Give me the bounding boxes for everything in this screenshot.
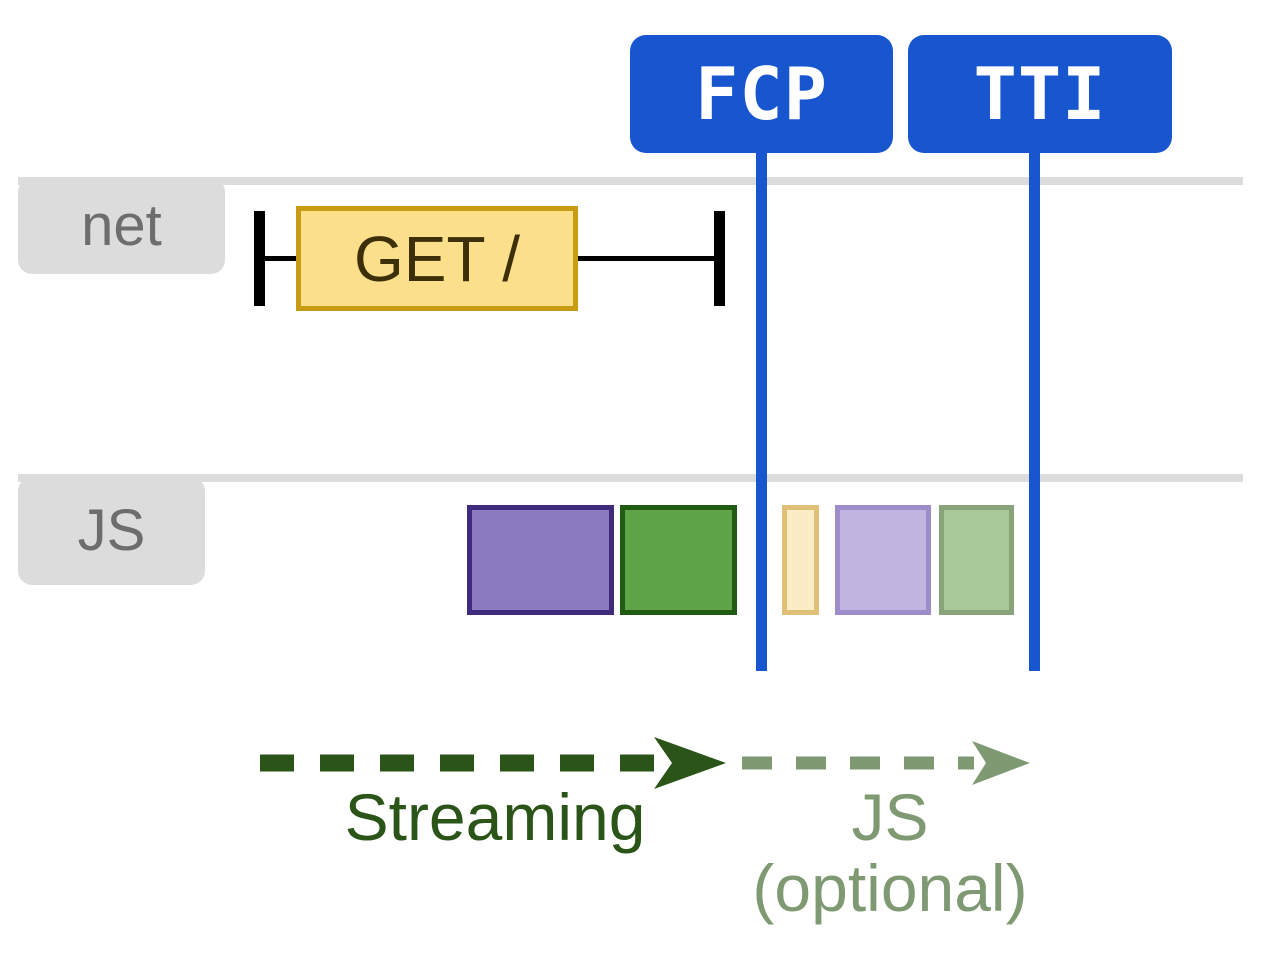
marker-badge-tti-label: TTI	[973, 52, 1107, 136]
js-optional-label: JS (optional)	[752, 780, 1028, 926]
marker-badge-fcp-label: FCP	[694, 52, 829, 136]
js-task-block[interactable]	[939, 505, 1014, 615]
request-start-cap	[254, 211, 265, 306]
streaming-arrow-icon	[260, 737, 726, 789]
lane-label-js-text: JS	[77, 498, 146, 563]
request-box-get-root[interactable]: GET /	[296, 206, 578, 311]
lane-rail-net	[18, 177, 1243, 185]
js-task-block[interactable]	[782, 505, 819, 615]
js-task-block[interactable]	[620, 505, 737, 615]
lane-label-net-text: net	[81, 193, 162, 258]
js-task-block[interactable]	[467, 505, 614, 615]
request-end-cap	[714, 211, 725, 306]
request-whisker-line-left	[254, 256, 312, 261]
marker-badge-fcp[interactable]: FCP	[630, 35, 893, 153]
marker-line-fcp	[756, 143, 767, 671]
lane-label-js: JS	[18, 477, 205, 585]
marker-line-tti	[1029, 143, 1040, 671]
marker-badge-tti[interactable]: TTI	[908, 35, 1172, 153]
request-whisker-line-right	[566, 256, 724, 261]
js-task-block[interactable]	[835, 505, 931, 615]
js-optional-arrow-icon	[742, 741, 1030, 785]
streaming-label: Streaming	[344, 780, 646, 854]
lane-rail-js	[18, 474, 1243, 482]
request-box-label: GET /	[354, 222, 520, 295]
lane-label-net: net	[18, 178, 225, 274]
